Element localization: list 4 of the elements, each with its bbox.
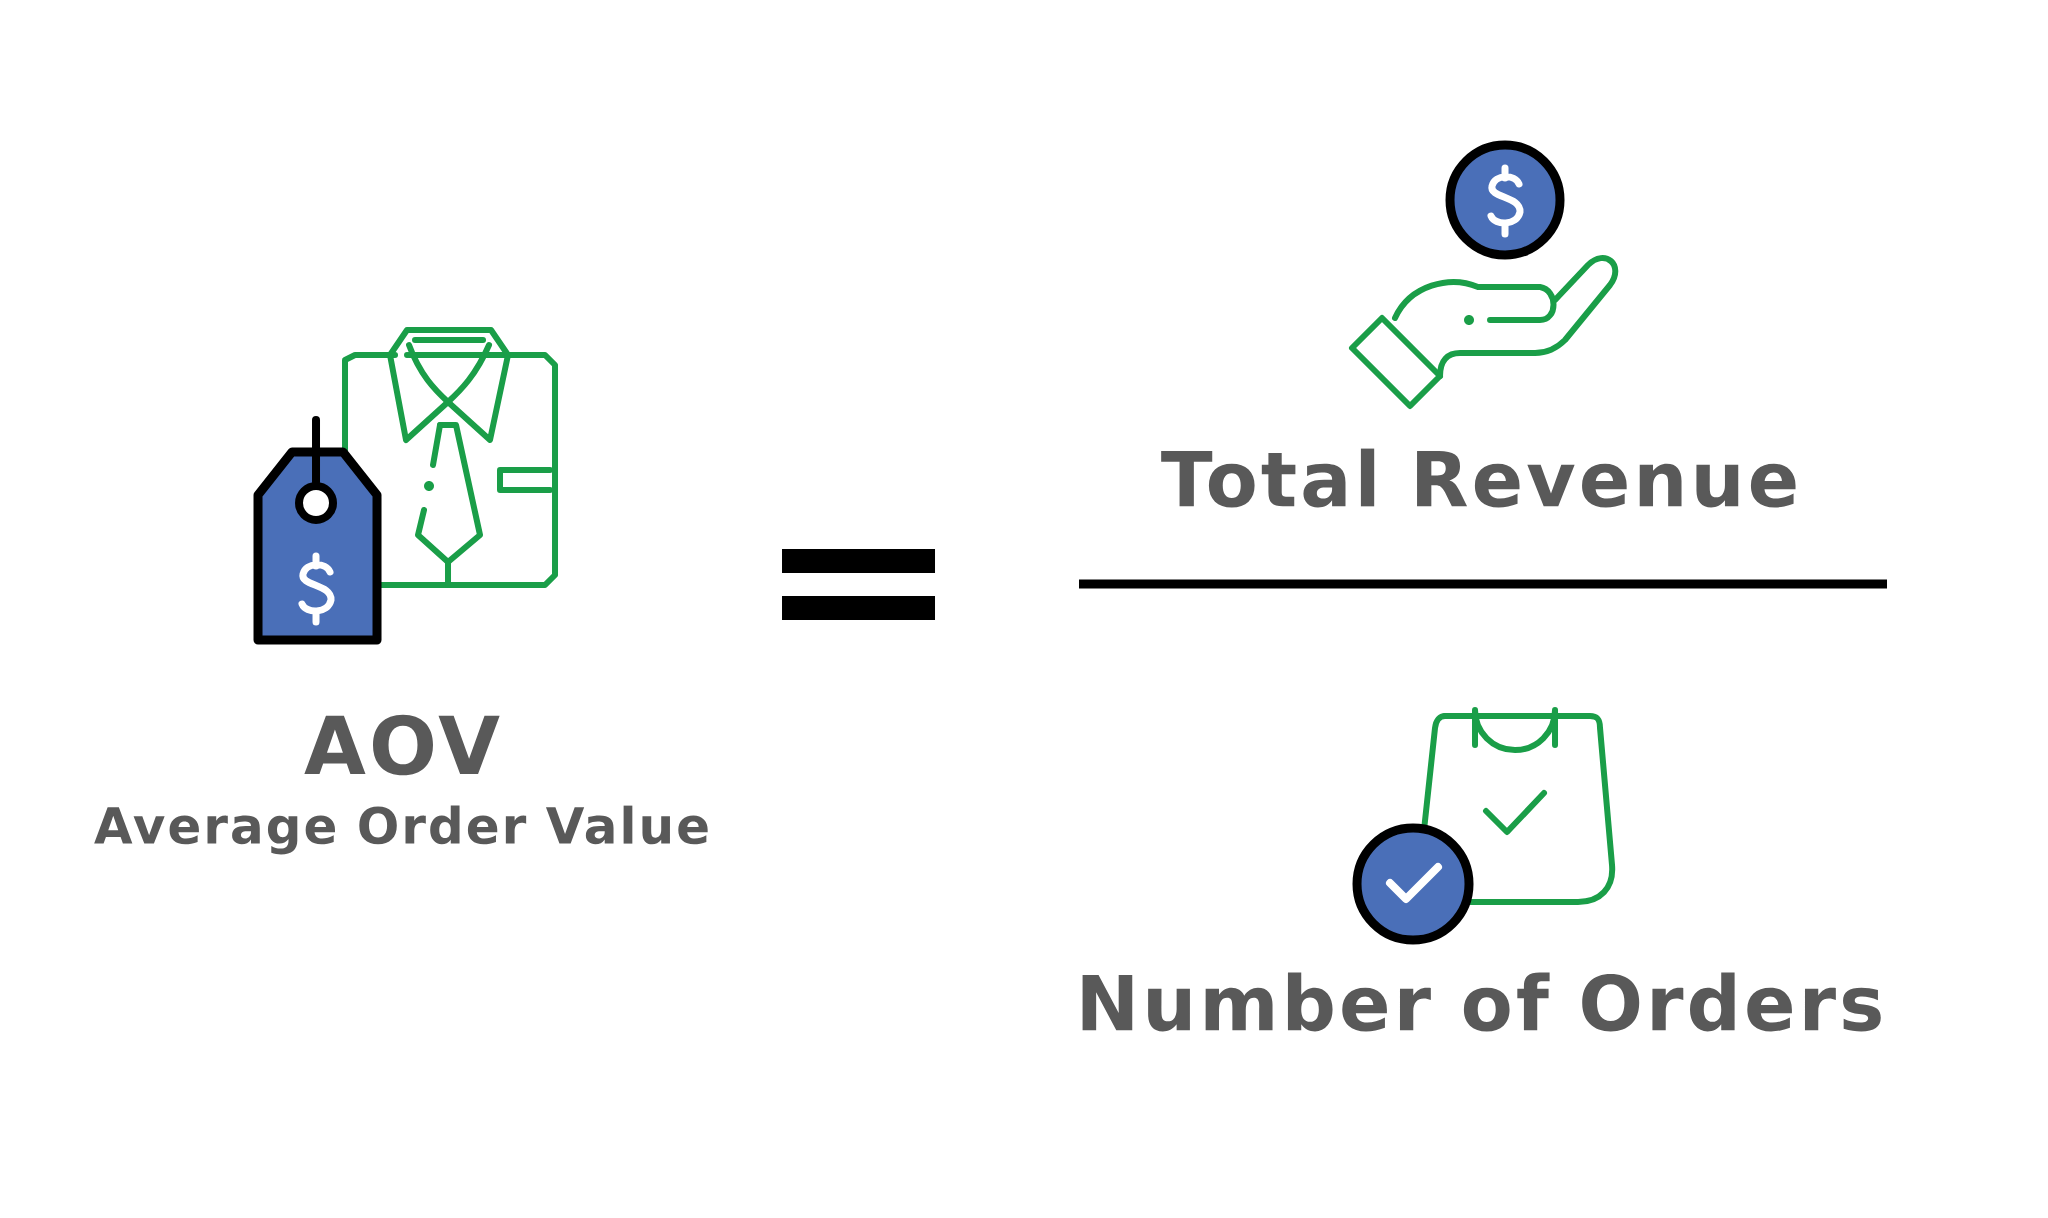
- abbreviation-heading: AOV: [304, 714, 500, 776]
- subtitle: Average Order Value: [94, 805, 708, 855]
- numerator-text: Total Revenue: [1161, 448, 1796, 508]
- denominator-text: Number of Orders: [1082, 972, 1881, 1032]
